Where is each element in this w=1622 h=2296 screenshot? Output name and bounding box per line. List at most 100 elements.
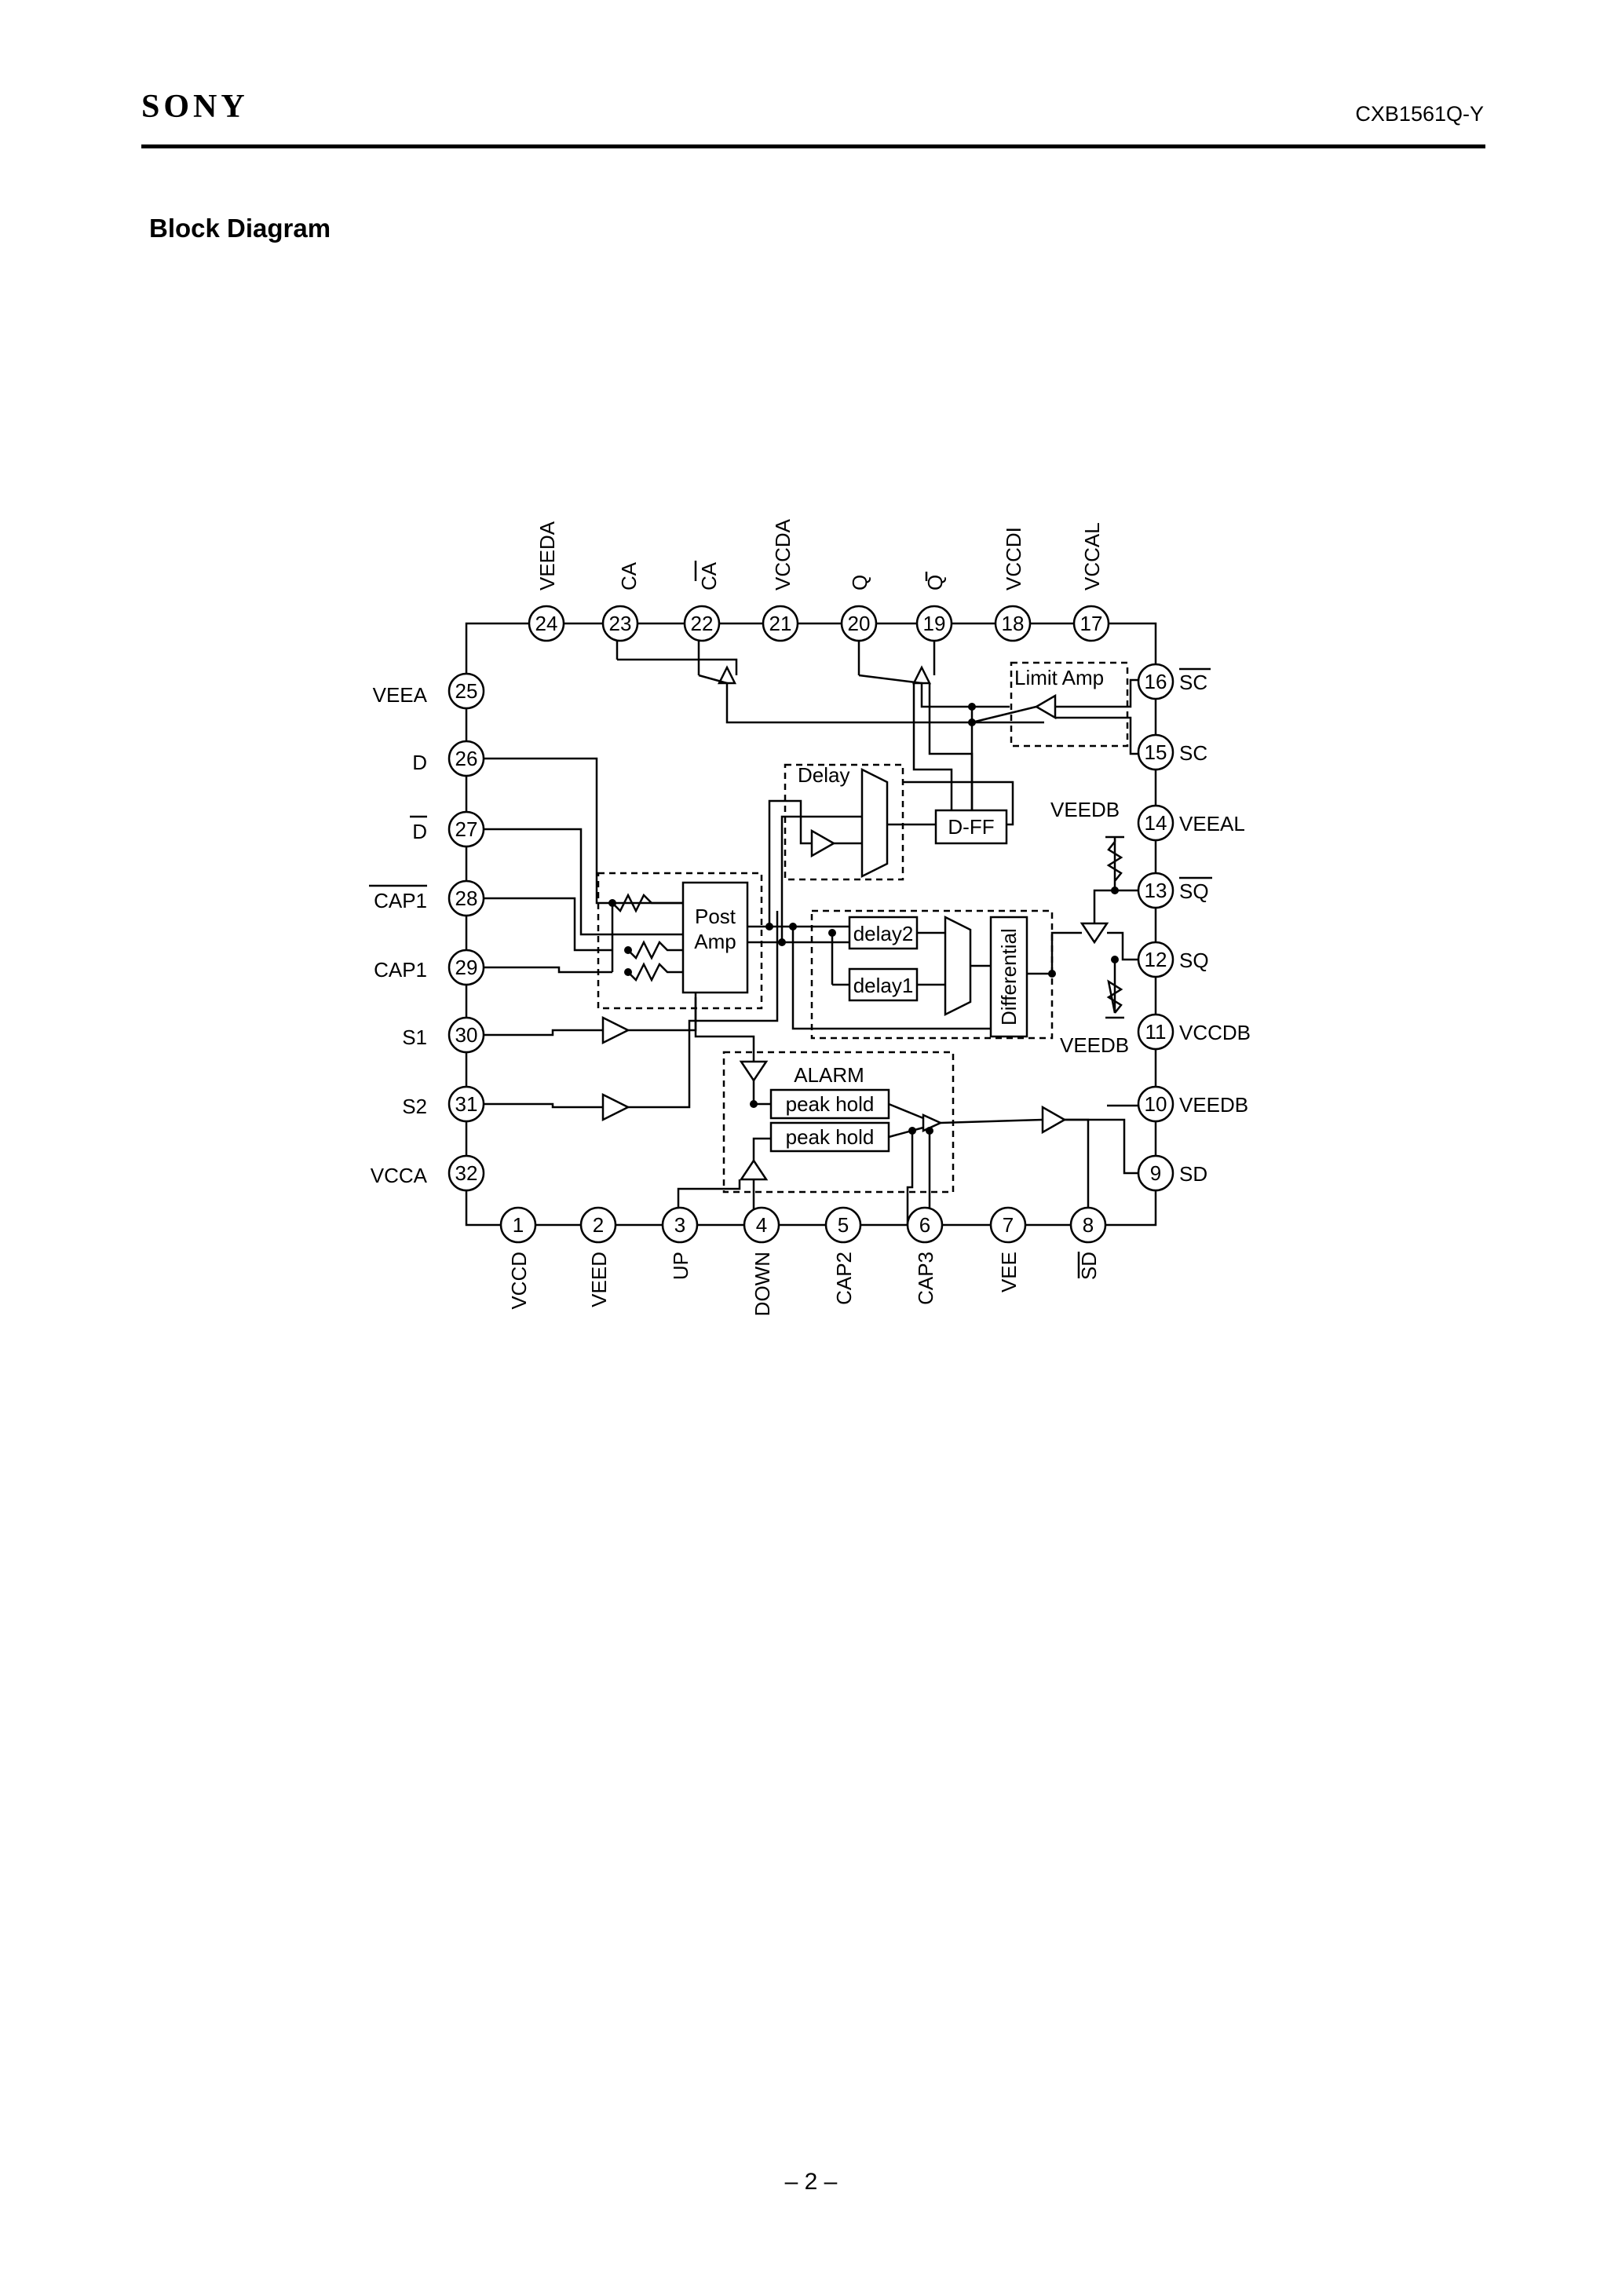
pin-name: CAP1 [374,889,427,912]
sq-amp-triangle [1080,922,1109,945]
part-number: CXB1561Q-Y [1355,102,1484,126]
pin-num: 13 [1145,879,1167,902]
pin-name: VCCD [507,1252,531,1310]
delay-buffer-triangle [810,828,836,858]
pin-name: VCCDA [771,518,795,590]
pin-name: SQ [1179,949,1209,972]
pin-num: 26 [455,747,478,770]
pin-num: 25 [455,679,478,703]
delay1-label: delay1 [853,974,914,997]
pin-name: VCCAL [1080,522,1104,590]
pin-name: VEE [997,1252,1021,1292]
pin-name: SD [1179,1162,1207,1186]
delay12-mux [944,915,972,1017]
delay12-region [810,909,1054,1040]
pin-name: UP [669,1252,692,1280]
pin-num: 18 [1002,612,1025,635]
pin-name: S2 [402,1095,427,1118]
pin-num: 5 [838,1213,849,1237]
pin-num: 3 [674,1213,685,1237]
dff-label: D-FF [948,815,994,839]
post-amp-label-2: Amp [694,930,736,953]
limit-amp-triangle [1034,693,1057,720]
pin-num: 24 [535,612,558,635]
pin-num: 28 [455,887,478,910]
delay-region [784,763,904,881]
s2-buffer-triangle [601,1092,630,1122]
pin-num: 31 [455,1092,478,1116]
pin-name: VCCA [371,1164,428,1187]
alarm-label: ALARM [794,1063,864,1087]
delay2-label: delay2 [853,922,914,945]
veedb-label: VEEDB [1060,1033,1129,1057]
post-amp-block [681,881,749,994]
limit-amp-region [1010,661,1129,748]
differential-label: Differential [997,928,1021,1026]
pin-num: 20 [848,612,871,635]
alarm-up-triangle [739,1060,769,1083]
pin-name: Q [848,575,871,590]
delay-mux [860,767,889,879]
pin-name: VCCDI [1002,527,1025,590]
pin-name: VEEA [373,683,428,707]
pin-num: 8 [1083,1213,1094,1237]
pin-num: 14 [1145,811,1167,835]
pin-name: S1 [402,1026,427,1049]
sd-buffer-triangle [1041,1105,1067,1135]
pin-name: DOWN [751,1252,774,1316]
pin-name: SQ [1179,879,1209,903]
pin-name: CAP2 [832,1252,856,1305]
header-rule [141,144,1485,148]
sony-logo: SONY [141,89,249,125]
chip-outline [465,622,1157,1227]
differential-block [989,916,1028,1038]
pin-num: 22 [691,612,714,635]
pin-num: 6 [919,1213,930,1237]
peak-hold-label: peak hold [786,1092,875,1116]
pin-num: 15 [1145,740,1167,764]
pin-name: SD [1077,1252,1101,1280]
pin-num: 7 [1003,1213,1014,1237]
limit-amp-label: Limit Amp [1014,666,1104,689]
q-driver-triangle [911,665,932,685]
pin-num: 10 [1145,1092,1167,1116]
pin-num: 19 [923,612,946,635]
pin-name: VEEDA [535,521,559,590]
page-number: – 2 – [784,2169,838,2195]
pin-num: 4 [756,1213,767,1237]
pin-num: 17 [1080,612,1103,635]
section-title: Block Diagram [149,214,331,243]
post-amp-label-1: Post [695,905,736,928]
delay-label: Delay [798,763,849,787]
pin-num: 11 [1145,1020,1167,1044]
pin-num: 23 [609,612,632,635]
pin-num: 9 [1150,1161,1161,1185]
pin-name: SC [1179,671,1207,694]
pin-name: VEEDB [1179,1093,1248,1117]
pin-num: 32 [455,1161,478,1185]
pin-name: SC [1179,741,1207,765]
veedb-label: VEEDB [1050,798,1120,821]
pin-num: 16 [1145,670,1167,693]
pin-name: Q [923,575,947,590]
s1-buffer-triangle [601,1015,630,1045]
pin-name: CA [697,561,721,590]
pin-num: 30 [455,1023,478,1047]
pin-name: D [412,751,427,774]
alarm-comp-triangle [922,1113,944,1132]
pin-name: VEED [587,1252,611,1307]
pin-num: 29 [455,956,478,979]
alarm-down-triangle [739,1158,769,1181]
peak-hold-label: peak hold [786,1125,875,1149]
pin-num: 1 [513,1213,524,1237]
pin-name: CA [617,561,641,590]
pin-name: VEEAL [1179,812,1245,835]
pin-name: D [412,820,427,843]
pin-name: CAP3 [914,1252,937,1305]
pin-name: CAP1 [374,958,427,982]
post-amp-region [597,872,763,1010]
pin-num: 21 [769,612,792,635]
pin-num: 12 [1145,948,1167,971]
pin-num: 2 [593,1213,604,1237]
